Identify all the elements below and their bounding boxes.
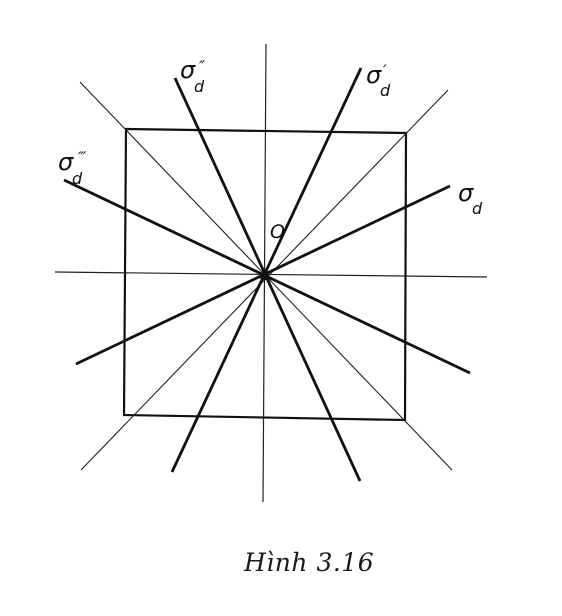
svg-text:d: d <box>72 169 83 188</box>
svg-text:″: ″ <box>199 57 205 76</box>
sigma-d-triple-prime-label: σ d ‴ <box>58 148 87 188</box>
horizontal-axis <box>54 271 488 278</box>
svg-text:σ: σ <box>180 56 196 84</box>
svg-text:σ: σ <box>58 148 74 176</box>
sigma-d-label: σ d <box>458 179 483 218</box>
svg-text:d: d <box>380 81 391 100</box>
origin-label: O <box>270 221 285 243</box>
svg-text:σ: σ <box>366 61 382 89</box>
sigma-d-double-prime-label: σ d ″ <box>180 56 205 96</box>
svg-text:σ: σ <box>458 179 474 207</box>
sigma-d-double-prime-line <box>173 77 362 482</box>
sigma-d-prime-line <box>170 67 363 473</box>
svg-text:d: d <box>194 77 205 96</box>
svg-text:′: ′ <box>383 61 387 80</box>
svg-text:d: d <box>472 199 483 218</box>
sigma-d-prime-label: σ d ′ <box>366 61 391 100</box>
svg-text:‴: ‴ <box>78 148 87 167</box>
center-point <box>259 271 269 281</box>
figure-caption: Hình 3.16 <box>244 548 375 577</box>
square-outline <box>122 127 408 422</box>
